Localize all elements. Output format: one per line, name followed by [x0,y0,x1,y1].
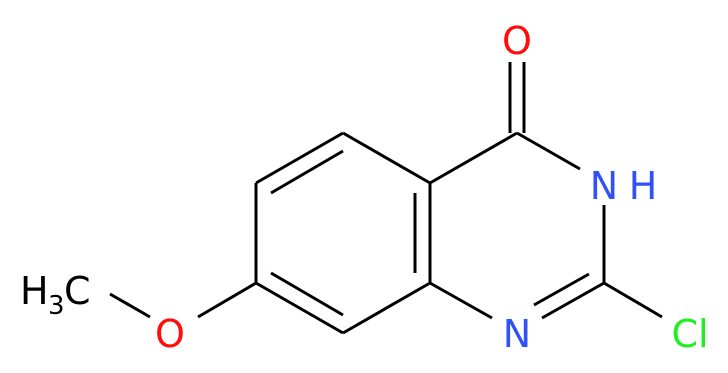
methyl-h-label: H [20,269,49,313]
oxygen-methoxy-label: O [155,312,185,356]
bond-c4a-c5 [342,131,431,185]
bond-c5-c6-inner [270,149,344,195]
bond-c2-n1-inner [533,272,590,307]
bond-c2-n1 [541,281,605,320]
bond-c7-c8 [255,281,344,335]
bond-c8-c8a [342,281,431,335]
methyl-c-label: C [64,269,91,313]
bond-c7-c8-inner [270,271,344,317]
bond-o-ch3 [109,292,151,319]
methyl-subscript-label: 3 [48,291,65,321]
bond-n1-c8a [429,281,493,320]
bond-c5-c6 [255,131,344,185]
nitrogen-nh-label: N [590,164,618,208]
oxygen-carbonyl-label: O [502,19,532,63]
chlorine-label: Cl [671,312,708,356]
bond-c7-o [197,281,257,319]
nitrogen-ring-label: N [503,312,531,356]
bond-c2-cl [603,281,663,319]
bond-c4a-c4 [429,131,518,185]
bond-c4-n3 [516,131,581,171]
nitrogen-nh-hydrogen-label: H [629,164,658,208]
